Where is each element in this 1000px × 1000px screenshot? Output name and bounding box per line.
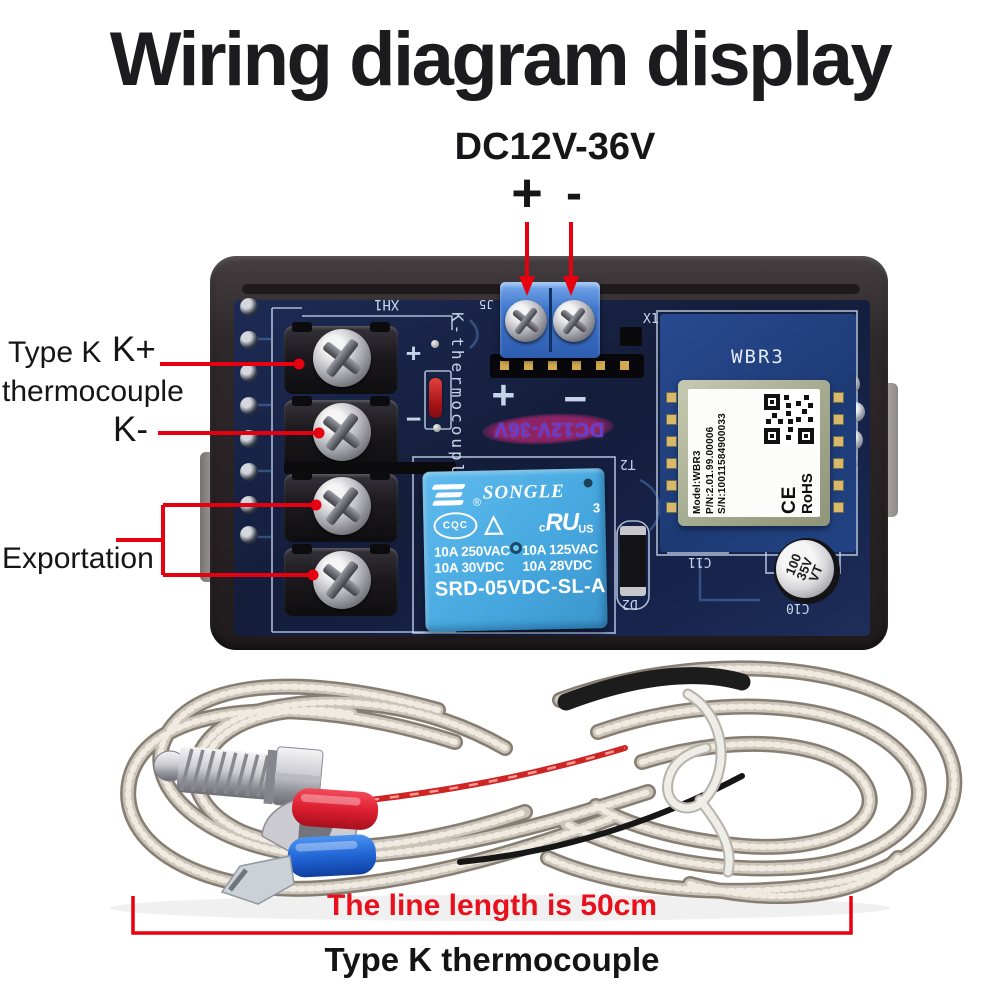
power-pin-header — [490, 354, 644, 378]
label-thermocouple: thermocouple — [2, 375, 184, 408]
silkscreen-k-plus-mark: + — [406, 338, 422, 367]
power-terminal-screw-plus — [505, 300, 547, 342]
silkscreen-j5: J5 — [479, 297, 494, 311]
diode-d2 — [620, 526, 646, 596]
terminal-block-k-plus — [284, 322, 398, 394]
module-pad — [666, 436, 677, 447]
pcb-pad — [240, 298, 258, 316]
terminal-screw — [313, 403, 371, 461]
terminal-screw — [313, 477, 371, 535]
spade-terminal-upper-slot — [298, 816, 334, 842]
terminal-divider-bar — [284, 462, 456, 474]
pcb-pad — [240, 364, 258, 382]
pcb-pad — [240, 331, 258, 349]
songle-logo — [431, 481, 466, 509]
braided-cable-loops — [128, 668, 954, 896]
module-pad — [666, 414, 677, 425]
rohs-mark: RoHS — [799, 473, 816, 514]
terminal-block-output-1 — [284, 470, 398, 542]
smd-component — [620, 327, 642, 346]
page-title: Wiring diagram display — [109, 17, 893, 102]
silkscreen-t2: T2 — [620, 456, 636, 471]
blue-crimp-connector — [287, 834, 377, 878]
label-k-plus: K+ — [112, 330, 156, 369]
power-minus-sign: - — [566, 167, 582, 220]
probe-collar — [263, 749, 278, 805]
pcb-pad — [240, 463, 258, 481]
wifi-pn: P/N:2.01.99.00006 — [704, 426, 716, 514]
relay-pin-dot — [583, 478, 593, 488]
label-type-k: Type K — [8, 336, 102, 369]
module-pad — [833, 502, 844, 513]
probe-threaded-shaft — [176, 746, 272, 800]
terminal-block-output-2 — [284, 544, 398, 616]
terminal-block-k-minus — [284, 396, 398, 468]
registered-mark: ® — [472, 496, 482, 509]
wifi-model: Model:WBR3 — [692, 450, 703, 514]
relay-model: SRD-05VDC-SL-A — [434, 575, 606, 601]
module-pad — [833, 458, 844, 469]
pcb-pad — [240, 496, 258, 514]
label-exportation: Exportation — [2, 542, 154, 575]
thermocouple-probe — [153, 746, 358, 855]
module-pad — [666, 502, 677, 513]
module-pad — [833, 436, 844, 447]
label-k-minus: K- — [113, 410, 148, 449]
probe-hex-nut — [272, 746, 324, 809]
module-pad — [666, 458, 677, 469]
power-terminal-block — [500, 282, 600, 358]
module-pad — [833, 480, 844, 491]
silkscreen-k-thermocouple: K-thermocouple — [448, 312, 467, 489]
spade-terminal-upper — [261, 797, 358, 855]
pcb-pad — [240, 526, 258, 544]
silkscreen-xh1: XH1 — [374, 296, 400, 312]
cable-tie — [662, 688, 735, 878]
terminal-screw — [313, 329, 371, 387]
wifi-module-label: Model:WBR3 P/N:2.01.99.00006 S/N:1001158… — [688, 389, 820, 517]
fork-terminal-lower — [220, 855, 295, 905]
cqc-mark: CQC — [433, 511, 478, 540]
module-pad — [666, 480, 677, 491]
relay-rating: 10A 250VAC — [433, 543, 511, 560]
diode-lead — [431, 340, 439, 348]
capacitor-c10 — [776, 540, 834, 598]
silkscreen-power-plus: + — [492, 372, 515, 416]
module-pad — [833, 392, 844, 403]
black-lead-wire — [457, 773, 745, 865]
product-caption: Type K thermocouple — [324, 941, 660, 978]
relay-rating: 10A 28VDC — [522, 557, 593, 574]
length-note: The line length is 50cm — [326, 889, 658, 922]
qr-code — [762, 392, 816, 446]
red-crimp-connector — [291, 788, 379, 830]
power-plus-sign: + — [511, 163, 543, 223]
silkscreen-d2: D2 — [622, 596, 638, 611]
ul-mark: c RU 3 US — [538, 500, 601, 537]
relay-brand: SONGLE — [482, 480, 566, 504]
power-voltage-label: DC12V-36V — [454, 126, 656, 168]
heat-shrink-sleeve — [557, 667, 751, 711]
diode-lead — [433, 424, 441, 432]
red-lead-wire-highlight — [369, 746, 626, 802]
relay-rating: 10A 125VAC — [521, 541, 599, 558]
red-lead-wire — [367, 745, 628, 803]
silkscreen-dc-rating: DC12V-36V — [493, 418, 605, 440]
silkscreen-c11: C11 — [688, 554, 712, 569]
silkscreen-power-minus: − — [564, 376, 587, 420]
silkscreen-x1: X1 — [643, 312, 659, 327]
module-pad — [833, 414, 844, 425]
terminal-screw — [313, 551, 371, 609]
wifi-sn: S/N:10011584900033 — [717, 413, 728, 514]
pcb-pad — [240, 430, 258, 448]
triangle-cert-mark: △ — [484, 510, 504, 538]
relay-rating: 10A 30VDC — [434, 559, 505, 576]
pcb-pad — [240, 397, 258, 415]
songle-relay: ® SONGLE CQC △ c RU 3 US 10A 250VAC 10A … — [422, 468, 608, 632]
silkscreen-k-minus-mark: − — [406, 404, 422, 433]
module-pad — [666, 392, 677, 403]
ce-mark: CE — [779, 485, 800, 514]
power-terminal-screw-minus — [553, 300, 595, 342]
silkscreen-wbr3: WBR3 — [731, 346, 785, 368]
probe-tip — [153, 750, 187, 782]
glass-diode — [429, 378, 442, 418]
